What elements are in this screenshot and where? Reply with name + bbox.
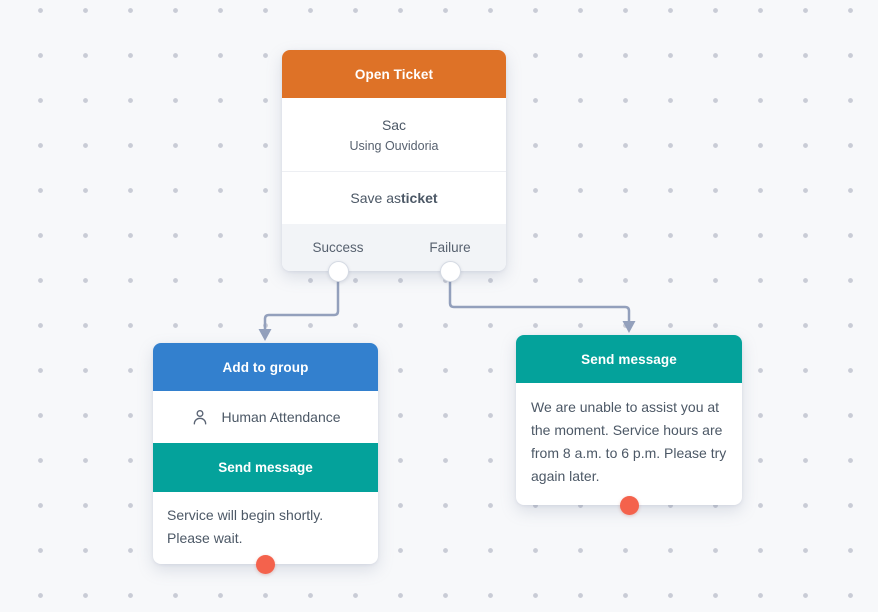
output-label-failure: Failure: [429, 240, 471, 255]
action-emphasis: ticket: [401, 190, 438, 206]
ticket-subtitle: Using Ouvidoria: [349, 138, 439, 153]
connection-failure[interactable]: [448, 271, 636, 333]
human-attendance-row: Human Attendance: [153, 391, 378, 443]
connection-failure-line[interactable]: [448, 271, 631, 322]
output-label-success: Success: [312, 240, 364, 255]
save-as-ticket-row: Save as ticket: [282, 172, 506, 224]
arrowhead-icon: [622, 321, 636, 333]
message-text: Service will begin shortly. Please wait.: [167, 507, 324, 546]
node-open-ticket[interactable]: Open Ticket Sac Using Ouvidoria Save as …: [282, 50, 506, 282]
output-port[interactable]: [619, 496, 639, 515]
person-icon: [190, 407, 210, 427]
connection-success[interactable]: [258, 271, 340, 341]
add-to-group-header[interactable]: Add to group: [153, 343, 378, 391]
success-port[interactable]: [327, 261, 349, 282]
connection-success-line[interactable]: [263, 271, 340, 330]
open-ticket-header[interactable]: Open Ticket: [282, 50, 506, 98]
output-port[interactable]: [256, 555, 275, 574]
node-outputs-footer: Success Failure: [282, 224, 506, 282]
ticket-title: Sac: [381, 116, 407, 133]
action-prefix: Save as: [350, 190, 401, 206]
node-add-to-group[interactable]: Add to group Human Attendance Send messa…: [153, 343, 378, 574]
open-ticket-body: Sac Using Ouvidoria: [282, 98, 506, 172]
failure-port[interactable]: [439, 261, 461, 282]
arrowhead-icon: [258, 329, 272, 341]
send-message-header[interactable]: Send message: [516, 335, 742, 383]
send-message-subheader[interactable]: Send message: [153, 443, 378, 492]
node-send-message-failure[interactable]: Send message We are unable to assist you…: [516, 335, 742, 515]
message-text: We are unable to assist you at the momen…: [531, 399, 727, 484]
group-name-label: Human Attendance: [221, 409, 341, 425]
